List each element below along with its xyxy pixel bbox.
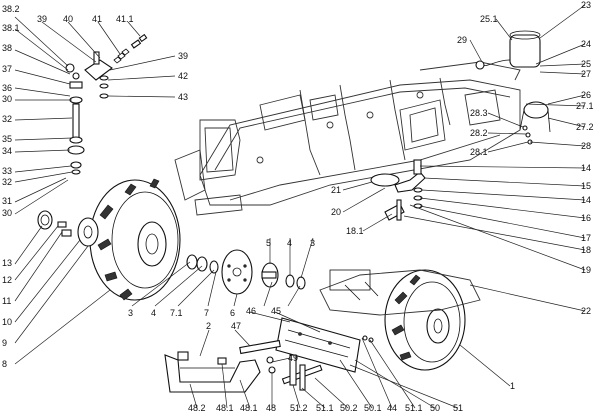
callout-1: 1 [510, 381, 515, 391]
callout-15: 15 [581, 181, 591, 191]
callout-17: 17 [581, 233, 591, 243]
callout-20: 20 [331, 207, 341, 217]
callout-50: 50 [430, 403, 440, 413]
callout-25-1: 25.1 [480, 14, 498, 24]
callout-49: 49 [288, 353, 298, 363]
callout-51-2: 51.2 [290, 403, 308, 413]
callout-48-1-b: 48.1 [240, 403, 258, 413]
callout-39-top: 39 [37, 14, 47, 24]
callout-44: 44 [387, 403, 397, 413]
callout-30-upper: 30 [2, 94, 12, 104]
callout-16: 16 [581, 213, 591, 223]
callout-19: 19 [581, 265, 591, 275]
callout-4-right: 4 [287, 238, 292, 248]
callout-32-lower: 32 [2, 177, 12, 187]
callout-48-1-a: 48.1 [216, 403, 234, 413]
callout-4-left: 4 [151, 308, 156, 318]
skid-plate [275, 317, 361, 373]
callout-38-2: 38.2 [2, 4, 20, 14]
callout-51: 51 [453, 403, 463, 413]
callout-51-1-a: 51.1 [316, 403, 334, 413]
left-tire [89, 178, 181, 301]
callout-3-left: 3 [128, 308, 133, 318]
callout-43: 43 [178, 92, 188, 102]
callout-30-lower: 30 [2, 208, 12, 218]
callout-6: 6 [230, 308, 235, 318]
callout-38: 38 [2, 43, 12, 53]
callout-26: 26 [581, 90, 591, 100]
leader-lines [14, 4, 586, 409]
callout-3-right: 3 [310, 238, 315, 248]
callout-50-2: 50.2 [340, 403, 358, 413]
callout-29: 29 [457, 35, 467, 45]
callout-38-1: 38.1 [2, 23, 20, 33]
callout-45: 45 [271, 306, 281, 316]
callout-9: 9 [2, 338, 7, 348]
callout-40: 40 [63, 14, 73, 24]
callout-34: 34 [2, 146, 12, 156]
callout-33: 33 [2, 166, 12, 176]
callout-27-1: 27.1 [576, 101, 594, 111]
callout-2: 2 [206, 321, 211, 331]
callout-27-2: 27.2 [576, 122, 594, 132]
callout-14-upper: 14 [581, 163, 591, 173]
callout-27: 27 [581, 69, 591, 79]
callout-13: 13 [2, 258, 12, 268]
callout-18-1: 18.1 [346, 226, 364, 236]
callout-10: 10 [2, 317, 12, 327]
seat-tank-parts [475, 30, 551, 145]
callout-23: 23 [581, 0, 591, 10]
callout-14-lower: 14 [581, 195, 591, 205]
callout-41-1: 41.1 [116, 14, 134, 24]
brake-linkage-parts [370, 159, 426, 221]
callout-18: 18 [581, 245, 591, 255]
right-tire [384, 269, 466, 371]
rear-axle-engine [319, 269, 481, 316]
callout-50-1: 50.1 [364, 403, 382, 413]
callout-41: 41 [92, 14, 102, 24]
callout-42: 42 [178, 71, 188, 81]
callout-37: 37 [2, 64, 12, 74]
callout-28-2: 28.2 [470, 128, 488, 138]
callout-47: 47 [231, 321, 241, 331]
callout-8: 8 [2, 359, 7, 369]
callout-48: 48 [266, 403, 276, 413]
callout-28-1: 28.1 [470, 147, 488, 157]
callout-31: 31 [2, 196, 12, 206]
callout-7: 7 [204, 308, 209, 318]
callout-11: 11 [2, 296, 11, 306]
callout-48-2: 48.2 [188, 403, 206, 413]
steering-knuckle-parts [65, 33, 148, 175]
chassis-frame [174, 61, 521, 216]
callout-36: 36 [2, 83, 12, 93]
callout-5: 5 [266, 238, 271, 248]
callout-28: 28 [581, 141, 591, 151]
callout-51-1-b: 51.1 [405, 403, 423, 413]
callout-25: 25 [581, 59, 591, 69]
callout-32-upper: 32 [2, 114, 12, 124]
callout-7-1: 7.1 [170, 308, 183, 318]
callout-39-side: 39 [178, 51, 188, 61]
left-hub-parts [37, 210, 306, 295]
callout-24: 24 [581, 39, 591, 49]
front-bumper [164, 351, 261, 393]
callout-35: 35 [2, 134, 12, 144]
callout-46: 46 [246, 306, 256, 316]
callout-12: 12 [2, 275, 12, 285]
callout-22: 22 [581, 306, 591, 316]
callout-21: 21 [331, 185, 341, 195]
callout-28-3: 28.3 [470, 108, 488, 118]
